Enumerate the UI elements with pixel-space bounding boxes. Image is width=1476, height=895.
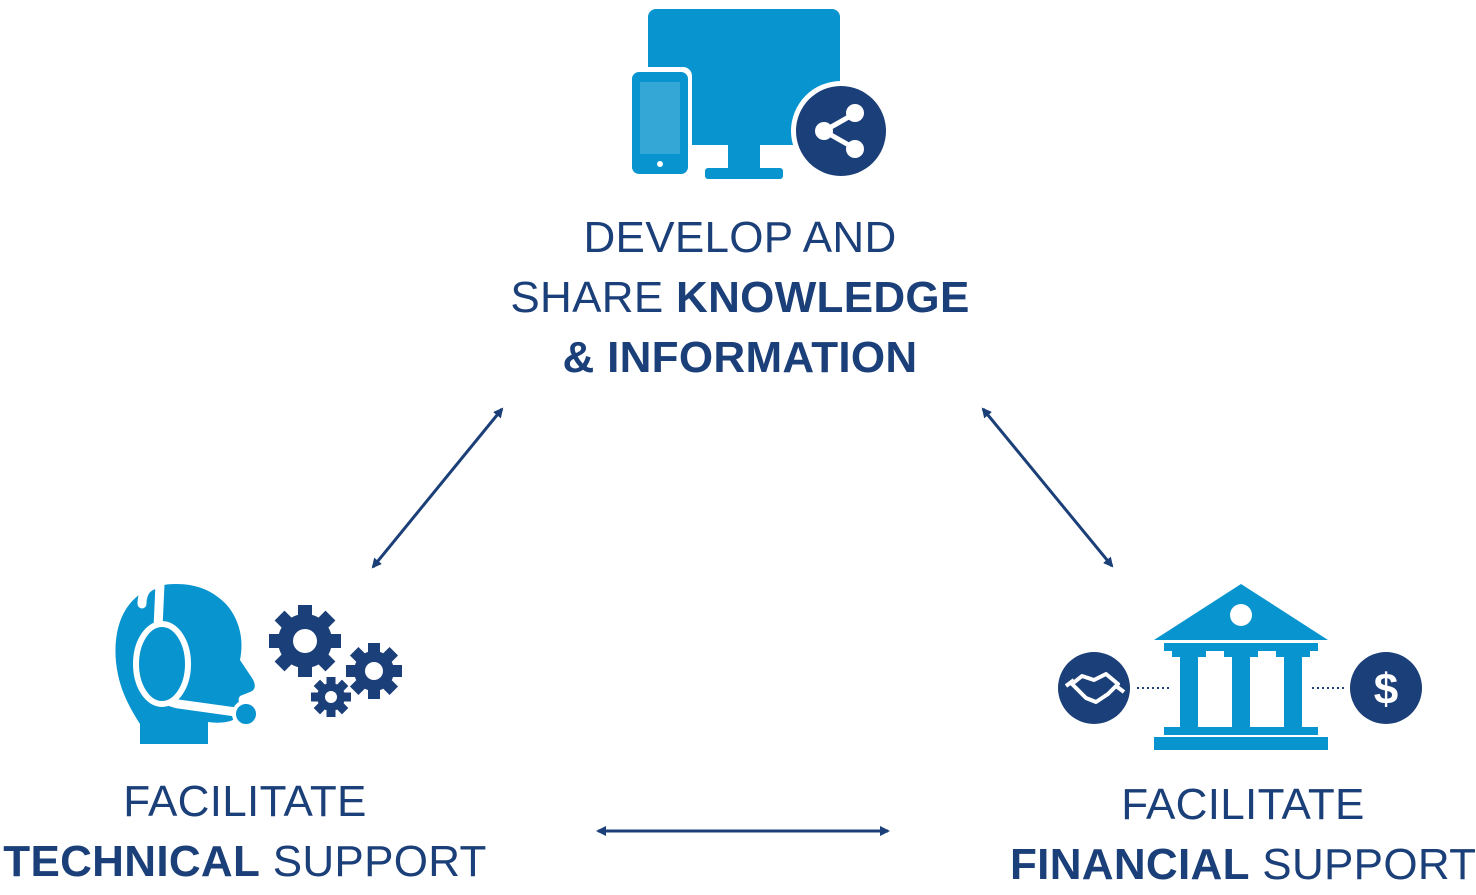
- label-text: SHARE: [510, 273, 677, 322]
- label-line: TECHNICAL SUPPORT: [0, 832, 490, 892]
- node-label-technical-support: FACILITATE TECHNICAL SUPPORT: [0, 772, 490, 892]
- node-label-develop-share: DEVELOP AND SHARE KNOWLEDGE & INFORMATIO…: [440, 208, 1040, 388]
- arrow-top-right: [981, 407, 1114, 568]
- label-text: DEVELOP AND: [583, 213, 897, 262]
- svg-text:$: $: [1374, 665, 1398, 714]
- label-line: DEVELOP AND: [440, 208, 1040, 268]
- gear-icon-small: [311, 677, 351, 717]
- label-text-bold: TECHNICAL: [3, 837, 261, 886]
- monitor-icon: [648, 9, 840, 145]
- label-text: SUPPORT: [260, 837, 487, 886]
- label-line: FACILITATE: [1010, 775, 1476, 835]
- label-text: FACILITATE: [123, 777, 367, 826]
- monitor-neck: [728, 145, 760, 169]
- gear-icon-right: [346, 643, 402, 699]
- phone-icon: [632, 72, 688, 174]
- label-text: SUPPORT: [1249, 840, 1476, 889]
- devices-share-icon: [628, 9, 891, 181]
- support-agent-gears-icon: [115, 579, 402, 744]
- monitor-base: [705, 168, 783, 179]
- label-text: FACILITATE: [1121, 780, 1365, 829]
- handshake-icon: [1058, 652, 1130, 724]
- label-text-bold: FINANCIAL: [1010, 840, 1250, 889]
- label-line: FINANCIAL SUPPORT: [1010, 835, 1476, 895]
- arrow-top-left: [371, 407, 504, 569]
- label-line: & INFORMATION: [440, 328, 1040, 388]
- label-line: SHARE KNOWLEDGE: [440, 268, 1040, 328]
- gear-icon-large: [269, 605, 341, 677]
- share-icon: [796, 86, 886, 176]
- label-text-bold: KNOWLEDGE: [676, 273, 970, 322]
- node-label-financial-support: FACILITATE FINANCIAL SUPPORT: [1010, 775, 1476, 895]
- label-text-bold: & INFORMATION: [562, 333, 918, 382]
- label-line: FACILITATE: [0, 772, 490, 832]
- bank-handshake-dollar-icon: $: [1058, 584, 1422, 750]
- dollar-icon: [1350, 652, 1422, 724]
